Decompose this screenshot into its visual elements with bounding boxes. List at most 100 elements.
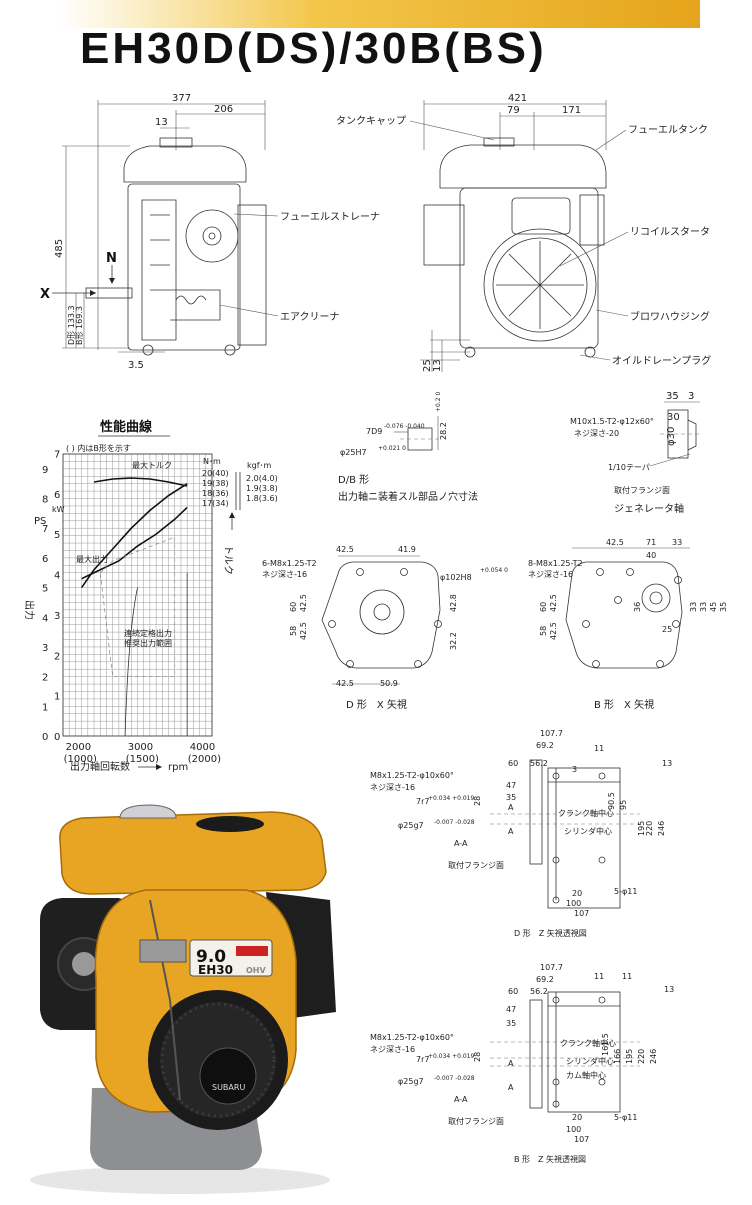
bolt-hole	[626, 568, 634, 576]
kw-tick: 4	[54, 571, 60, 582]
bx-33: 33	[672, 538, 682, 547]
bolt-hole	[356, 568, 364, 576]
z-dim-label: 取付フランジ面	[448, 860, 504, 870]
x-axis-label: 出力軸回転数	[70, 760, 130, 773]
series-max-output	[80, 483, 188, 589]
z-dim-label: 161.5	[601, 1033, 610, 1056]
z-dim-label: 47	[506, 1005, 516, 1014]
chart-series	[80, 477, 188, 737]
bolt-hole	[414, 660, 422, 668]
z-dim-label: 11	[622, 972, 632, 981]
page-title: EH30D(DS)/30B(BS)	[80, 24, 547, 73]
ps-tick: 2	[42, 673, 48, 684]
bx-40: 40	[646, 551, 656, 560]
bolt-hole	[552, 1078, 560, 1086]
dx-42-5-c: 42.5	[299, 622, 308, 640]
bx-25: 25	[662, 625, 672, 634]
bx-thread: 8-M8x1.25-T2	[528, 559, 583, 568]
chart-title: 性能曲線	[100, 419, 153, 435]
dim-485: 485	[54, 239, 65, 258]
dim-133: D形 133.3	[67, 305, 76, 345]
dx-42-5-b: 42.5	[299, 594, 308, 612]
dx-42-5-a: 42.5	[336, 545, 354, 554]
photo-ohv: OHV	[246, 966, 266, 975]
bolt-hole	[656, 660, 664, 668]
z-dim-label: 35	[506, 1019, 516, 1028]
ps-tick: 7	[42, 524, 48, 535]
z-dim-label: 95	[619, 800, 628, 810]
dx-phi102: φ102H8	[440, 573, 472, 582]
gen-thread: M10x1.5-T2-φ12x60°	[570, 417, 654, 426]
range-boundary	[124, 587, 138, 737]
unit-kgf: kgf･m	[247, 461, 272, 470]
bolt-hole	[434, 620, 442, 628]
bolt-hole	[598, 856, 606, 864]
label-tank-cap: タンクキャップ	[336, 115, 406, 127]
label-continuous-2: 推奨出力範囲	[124, 638, 172, 648]
dx-41-9: 41.9	[398, 545, 416, 554]
label-blower-housing: ブロワハウジング	[630, 310, 710, 323]
d-z-view: 107.769.256.26011313473528M8x1.25-T2-φ10…	[370, 729, 672, 938]
z-dim-label: 246	[649, 1049, 658, 1064]
bx-58: 58	[539, 626, 548, 636]
bx-36: 36	[633, 602, 642, 612]
x-tick: 3000	[128, 742, 153, 753]
dim-171: 171	[562, 105, 581, 116]
z-dim-label: 7r7	[416, 797, 429, 806]
dx-tol: +0.054 0	[480, 567, 508, 574]
chart-grid	[62, 453, 213, 737]
bx-33-b: 33	[699, 602, 708, 612]
dx-thread: 6-M8x1.25-T2	[262, 559, 317, 568]
dx-50-9: 50.9	[380, 679, 398, 688]
z-dim-label: 195	[637, 821, 646, 836]
z-dim-label: 107.7	[540, 729, 563, 738]
label-max-output: 最大出力	[76, 554, 108, 564]
dim-3-5: 3.5	[128, 360, 144, 371]
z-dim-label: クランク軸中心	[558, 808, 614, 818]
kw-tick: 2	[54, 651, 60, 662]
db-phi25: φ25H7	[340, 448, 367, 457]
kw-tick: 3	[54, 611, 60, 622]
dz-tol-g: -0.007 -0.028	[434, 819, 475, 826]
z-dim-label: 246	[657, 821, 666, 836]
dx-caption: D 形 X 矢視	[346, 698, 407, 711]
gen-flange: 取付フランジ面	[614, 485, 670, 495]
bolt-hole	[552, 772, 560, 780]
bz-tol-r: +0.034 +0.019	[428, 1053, 474, 1060]
torque-nm-20: 20(40)	[202, 469, 229, 478]
bx-42-5-b: 42.5	[549, 594, 558, 612]
bolt-hole	[552, 1100, 560, 1108]
z-dim-label: ネジ深さ-16	[370, 783, 415, 792]
bolt-hole	[598, 1078, 606, 1086]
x-tick: 2000	[66, 742, 91, 753]
x-tick-b: (1000)	[64, 754, 97, 765]
z-dim-label: ネジ深さ-16	[370, 1045, 415, 1054]
series-max-torque	[93, 477, 188, 487]
bolt-hole	[582, 620, 590, 628]
chart-ticks: 0123456789012345672000(1000)3000(1500)40…	[42, 449, 221, 765]
label-recoil-starter: リコイルスタータ	[630, 226, 710, 238]
dz-tol-r: +0.034 +0.019	[428, 795, 474, 802]
label-fuel-strainer: フューエルストレーナ	[280, 211, 380, 223]
z-dim-label: 166	[613, 1049, 622, 1064]
z-dim-label: クランク軸中心	[560, 1038, 616, 1048]
title-banner	[60, 0, 700, 28]
dim-13: 13	[155, 117, 168, 128]
z-dim-label: カム軸中心	[566, 1070, 606, 1080]
z-dim-label: B 形 Z 矢視透視図	[514, 1154, 586, 1164]
z-dim-label: A	[508, 827, 514, 836]
kw-tick: 7	[54, 449, 60, 460]
z-dim-label: φ25g7	[398, 821, 424, 830]
label-fuel-tank: フューエルタンク	[628, 124, 708, 136]
dim-377: 377	[172, 93, 191, 104]
bolt-hole	[552, 856, 560, 864]
bx-45: 45	[709, 602, 718, 612]
z-dim-label: 取付フランジ面	[448, 1116, 504, 1126]
d-x-view: 42.5 41.9 6-M8x1.25-T2 ネジ深さ-16 φ102H8 +0…	[262, 545, 508, 711]
z-dim-label: 195	[625, 1049, 634, 1064]
z-dim-label: 90.5	[607, 792, 616, 810]
z-dim-label: 69.2	[536, 741, 554, 750]
bx-33-a: 33	[689, 602, 698, 612]
